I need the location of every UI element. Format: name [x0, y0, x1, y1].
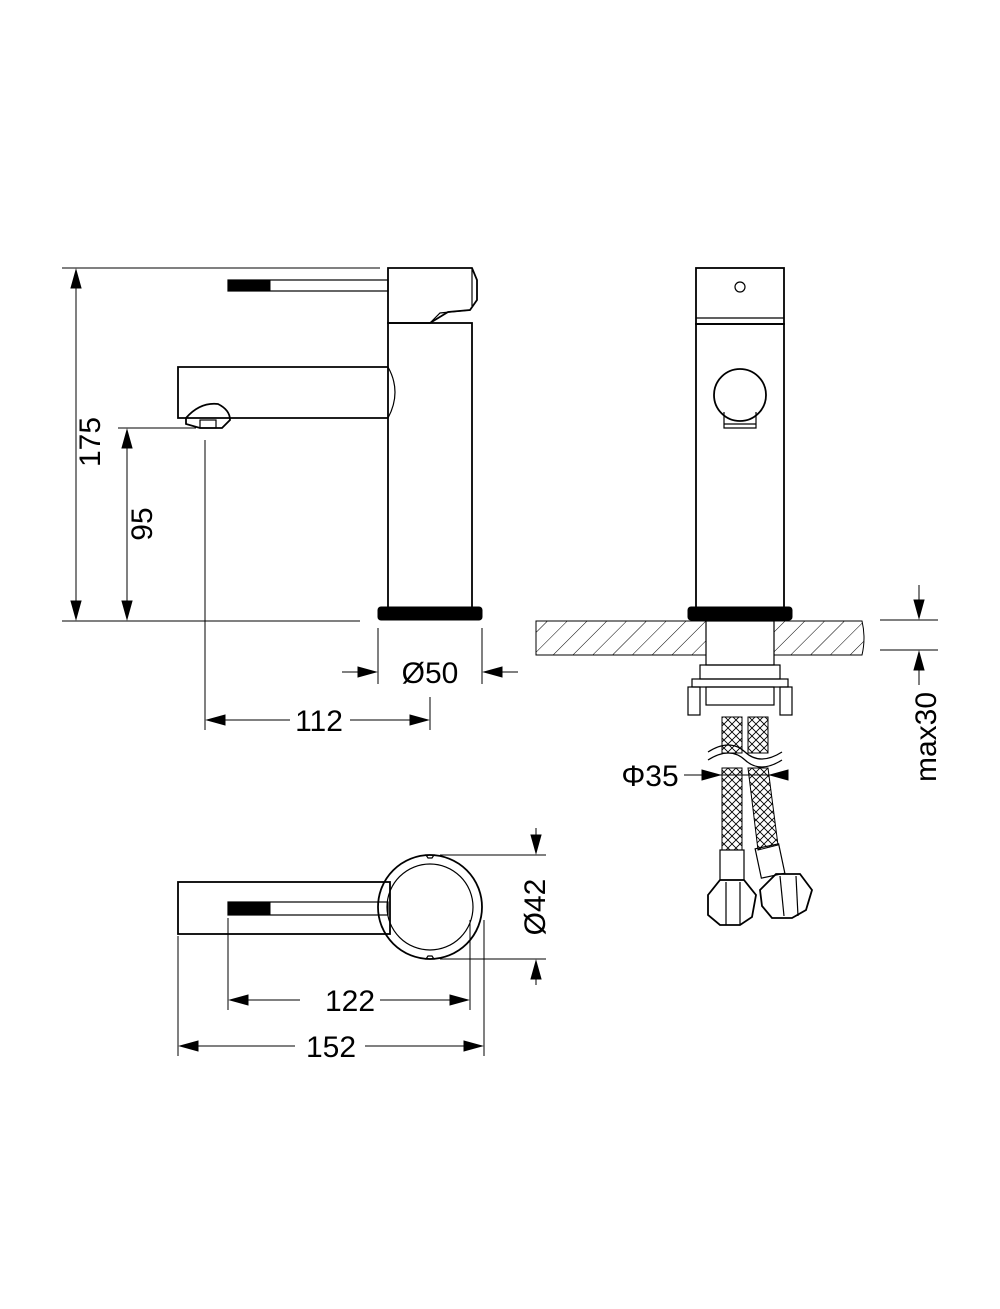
top-body-inner: [386, 863, 474, 951]
body: [387, 322, 473, 609]
dim-base-diameter: Ø50: [402, 657, 459, 690]
top-body-outer: [377, 854, 483, 960]
dim-total-height: 175: [74, 417, 107, 467]
dim-total-length: 152: [306, 1031, 356, 1064]
front-base-ring: [687, 606, 793, 621]
washer: [691, 678, 789, 688]
front-spout-circle: [713, 368, 767, 422]
side-view: 175 95 Ø50 112: [62, 267, 518, 738]
nut-right: [759, 873, 813, 919]
lock-nut: [699, 664, 781, 680]
bracket: [687, 686, 701, 716]
dim-spout-height: 95: [126, 507, 159, 540]
countertop-right: [773, 620, 865, 656]
countertop-left: [535, 620, 707, 656]
dim-hose-diameter: Φ35: [621, 760, 678, 793]
handle-cap: [387, 267, 478, 324]
top-spout: [177, 881, 391, 935]
hose-right-lower: [747, 767, 779, 851]
front-view: Φ35 max30: [535, 267, 943, 926]
front-body: [695, 323, 785, 609]
hose-left-lower: [721, 767, 743, 851]
nut-left: [707, 879, 757, 926]
shank: [705, 620, 775, 666]
handle-tip: [227, 279, 271, 292]
top-handle-tip: [227, 901, 271, 916]
dim-body-diameter: Ø42: [519, 879, 552, 936]
dim-handle-reach: 122: [325, 985, 375, 1018]
top-view: Ø42 122 152: [177, 828, 552, 1064]
dim-max-deck-thickness: max30: [910, 692, 943, 782]
spout: [177, 366, 388, 419]
front-cap: [695, 267, 785, 325]
dim-spout-reach: 112: [295, 705, 343, 738]
front-cap-hole: [734, 281, 746, 293]
aerator: [185, 402, 231, 429]
base-ring: [377, 606, 483, 621]
hose-right-upper: [747, 716, 769, 754]
